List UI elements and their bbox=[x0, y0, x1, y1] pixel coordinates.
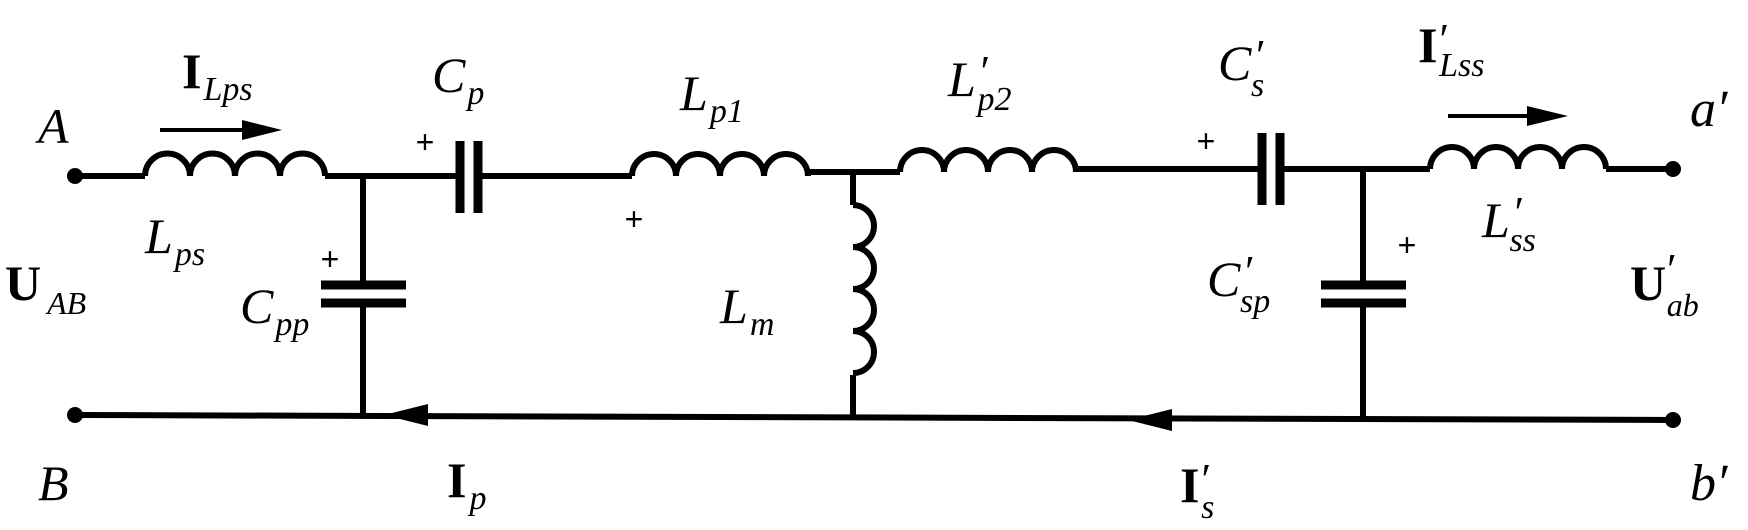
label-l-ps: Lps bbox=[144, 208, 205, 273]
polarity-plus-cpp: + bbox=[321, 241, 340, 277]
terminal-a-label: A bbox=[35, 98, 69, 154]
label-c-s-prime: C′s bbox=[1218, 31, 1264, 104]
terminal-b-dot bbox=[67, 407, 83, 423]
polarity-plus-cs-prime: + bbox=[1197, 123, 1216, 159]
current-i-lss-prime-label: I′Lss bbox=[1418, 15, 1484, 84]
label-l-p1: Lp1 bbox=[679, 65, 744, 130]
label-c-sp-prime: C′sp bbox=[1207, 247, 1270, 320]
wire-bottom-return bbox=[74, 412, 1674, 423]
arrow-i-p bbox=[384, 404, 428, 426]
wires bbox=[74, 166, 1674, 423]
label-l-ss-prime: L′ss bbox=[1481, 188, 1536, 259]
current-i-s-prime-label: I′s bbox=[1180, 455, 1214, 526]
inductor-lp1 bbox=[629, 151, 811, 177]
inductor-lps bbox=[142, 150, 328, 177]
current-i-p-label: Ip bbox=[447, 452, 486, 517]
capacitor-cs-prime bbox=[1257, 133, 1285, 205]
label-c-pp: Cpp bbox=[240, 278, 309, 343]
label-l-m: Lm bbox=[719, 278, 774, 343]
label-l-p2-prime: L′p2 bbox=[947, 47, 1011, 118]
terminal-b-label: B bbox=[38, 455, 69, 511]
terminal-a-dot bbox=[67, 168, 83, 184]
polarity-plus-lp1: + bbox=[625, 201, 644, 237]
capacitor-cpp bbox=[321, 280, 406, 308]
inductor-lm bbox=[852, 202, 877, 376]
polarity-plus-csp-prime: + bbox=[1398, 227, 1417, 263]
terminal-b-prime-label: b′ bbox=[1690, 455, 1729, 512]
arrow-i-lss-prime bbox=[1448, 106, 1568, 126]
terminal-b-prime-dot bbox=[1665, 412, 1681, 428]
arrow-i-s-prime bbox=[1128, 409, 1172, 431]
terminal-a-prime-label: a′ bbox=[1690, 81, 1729, 138]
voltage-u-ab-prime-label: U′ab bbox=[1630, 245, 1699, 323]
label-c-p: Cp bbox=[432, 47, 484, 112]
arrow-i-lps bbox=[160, 120, 282, 140]
terminal-dots bbox=[67, 161, 1681, 428]
current-i-lps-label: ILps bbox=[182, 43, 253, 108]
terminal-a-prime-dot bbox=[1665, 161, 1681, 177]
polarity-plus-cp: + bbox=[416, 124, 435, 160]
inductor-lss-prime bbox=[1427, 144, 1609, 170]
inductor-lp2-prime bbox=[897, 147, 1079, 173]
capacitor-cp bbox=[455, 141, 483, 213]
capacitor-csp-prime bbox=[1321, 280, 1406, 308]
